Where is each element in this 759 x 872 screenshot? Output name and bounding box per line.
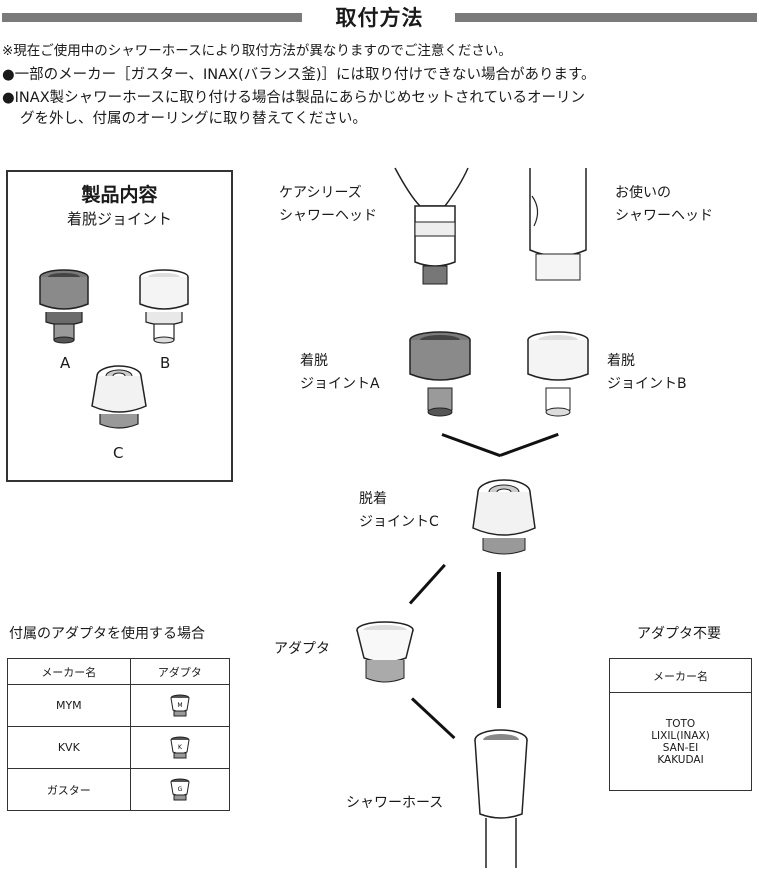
- joint-c-image: [91, 365, 147, 429]
- diagram-joint-b-image: [527, 331, 589, 417]
- contents-subtitle: 着脱ジョイント: [66, 210, 172, 228]
- diagram-joint-a-image: [409, 331, 471, 417]
- note-inax-oring: ●INAX製シャワーホースに取り付ける場合は製品にあらかじめセットされているオー…: [2, 90, 585, 106]
- maker-cell: KVK: [7, 726, 131, 769]
- shower-hose-image: [474, 729, 528, 868]
- no-adapter-makers-cell: TOTO LIXIL(INAX) SAN-EI KAKUDAI: [609, 692, 752, 791]
- diagram-joint-c-image: [472, 479, 536, 555]
- connector-line-adapter-to-hose: [410, 697, 456, 740]
- adapter-icon-cell: G: [129, 768, 231, 811]
- adapter-table-caption: 付属のアダプタを使用する場合: [9, 626, 205, 642]
- svg-text:G: G: [177, 786, 182, 793]
- maker-item: SAN-EI: [662, 741, 699, 754]
- maker-cell: MYM: [7, 684, 131, 727]
- joint-c-label-2: ジョイントC: [359, 514, 439, 530]
- care-series-head-image: [394, 167, 469, 285]
- adapter-table-header-adapter: アダプタ: [129, 658, 231, 685]
- adapter-table-header-maker: メーカー名: [7, 658, 131, 685]
- adapter-table: メーカー名 アダプタ MYM M KVK K ガスター: [7, 658, 231, 811]
- note-inax-oring-cont: グを外し、付属のオーリングに取り替えてください。: [20, 111, 367, 127]
- adapter-icon-cell: K: [129, 726, 231, 769]
- adapter-m-icon: M: [170, 694, 190, 716]
- joint-c-label-1: 脱着: [359, 491, 387, 507]
- maker-item: TOTO: [665, 717, 696, 730]
- joint-b-image: [139, 269, 189, 344]
- adapter-g-icon: G: [170, 778, 190, 800]
- svg-text:K: K: [178, 744, 183, 751]
- no-adapter-header: メーカー名: [609, 658, 752, 693]
- maker-cell: ガスター: [7, 768, 131, 811]
- product-contents-box: 製品内容 着脱ジョイント A B C: [6, 170, 233, 482]
- care-head-label-2: シャワーヘッド: [279, 208, 377, 224]
- own-head-label-1: お使いの: [615, 185, 671, 201]
- connector-line-left: [441, 433, 501, 458]
- page-title: 取付方法: [335, 6, 424, 30]
- own-head-image: [529, 168, 587, 281]
- no-adapter-table: メーカー名 TOTO LIXIL(INAX) SAN-EI KAKUDAI: [609, 658, 752, 791]
- maker-item: KAKUDAI: [657, 753, 704, 766]
- joint-a-label-1: 着脱: [300, 353, 328, 369]
- table-row: ガスター G: [7, 768, 231, 811]
- table-row: MYM M: [7, 684, 231, 727]
- connector-line-to-adapter: [408, 563, 446, 605]
- own-head-label-2: シャワーヘッド: [615, 208, 713, 224]
- joint-a-label: A: [60, 354, 71, 372]
- hose-label: シャワーホース: [346, 795, 444, 811]
- adapter-k-icon: K: [170, 736, 190, 758]
- adapter-image: [356, 621, 414, 683]
- maker-item: LIXIL(INAX): [651, 729, 710, 742]
- note-caution: ※現在ご使用中のシャワーホースにより取付方法が異なりますのでご注意ください。: [2, 43, 512, 59]
- care-head-label-1: ケアシリーズ: [279, 185, 362, 201]
- svg-text:M: M: [177, 702, 182, 709]
- joint-a-label-2: ジョイントA: [300, 376, 380, 392]
- table-row: KVK K: [7, 726, 231, 769]
- contents-title: 製品内容: [81, 184, 158, 206]
- header-bar-left: [2, 13, 302, 22]
- header-bar-right: [455, 13, 757, 22]
- no-adapter-caption: アダプタ不要: [637, 626, 721, 642]
- joint-a-image: [39, 269, 89, 344]
- joint-b-label-1: 着脱: [607, 353, 635, 369]
- connector-line-right: [499, 432, 559, 457]
- joint-c-label: C: [113, 444, 124, 462]
- joint-b-label: B: [160, 354, 171, 372]
- adapter-icon-cell: M: [129, 684, 231, 727]
- adapter-label: アダプタ: [274, 641, 330, 657]
- joint-b-label-2: ジョイントB: [607, 376, 687, 392]
- note-incompatible: ●一部のメーカー［ガスター、INAX(バランス釜)］には取り付けできない場合があ…: [2, 67, 596, 83]
- connector-line-to-hose: [497, 572, 501, 708]
